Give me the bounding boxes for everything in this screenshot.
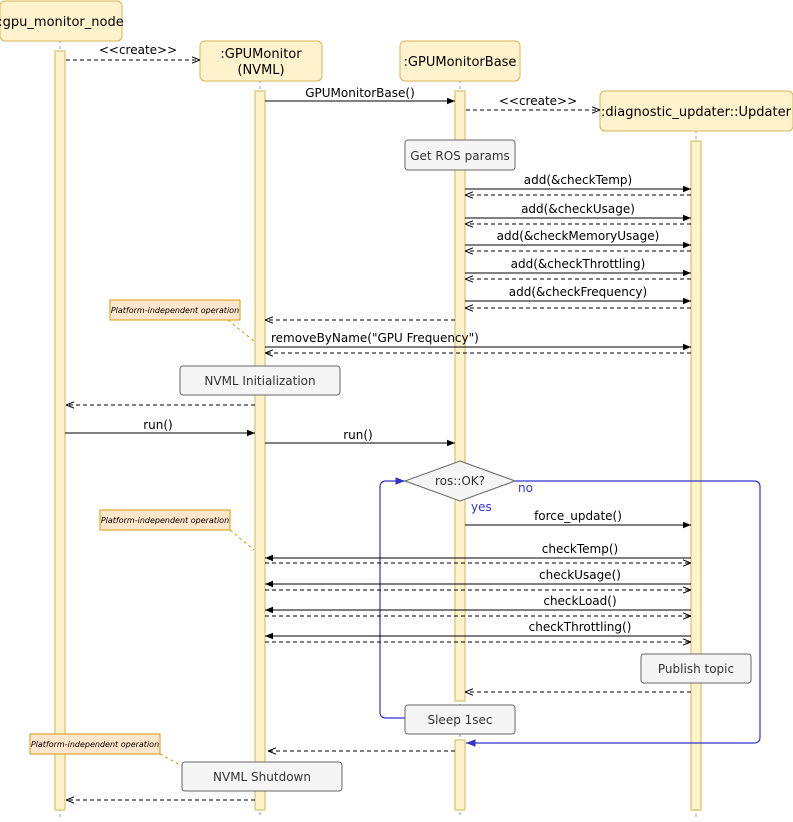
svg-text:Platform-independent operation: Platform-independent operation: [31, 740, 159, 749]
participant-label: :GPUMonitor: [220, 47, 302, 62]
participant-label: (NVML): [237, 63, 284, 78]
note-platform-independent: Platform-independent operation: [109, 299, 256, 343]
note-platform-independent: Platform-independent operation: [29, 733, 183, 767]
action-nvml-initialization: NVML Initialization: [179, 365, 341, 396]
svg-text:NVML Initialization: NVML Initialization: [204, 374, 315, 388]
message-label: force_update(): [534, 509, 622, 523]
activation-bar-base: [454, 90, 466, 702]
svg-text:Platform-independent operation: Platform-independent operation: [111, 306, 239, 315]
participant-label: :gpu_monitor_node: [0, 15, 124, 30]
participant-gpu-monitor-base: :GPUMonitorBase: [399, 40, 521, 82]
activation-bar-gpu-monitor: [254, 90, 266, 811]
message-label: add(&checkThrottling): [511, 257, 646, 271]
message-label: run(): [343, 428, 373, 442]
loop-back-line: [379, 477, 405, 719]
action-publish-topic: Publish topic: [640, 653, 752, 684]
activation-bar-base-2: [454, 739, 466, 811]
participant-updater: :diagnostic_updater::Updater: [599, 90, 793, 132]
decision-ros-ok: ros::OK?: [403, 460, 517, 502]
message-label: removeByName("GPU Frequency"): [271, 331, 479, 345]
participant-gpu-monitor-node: :gpu_monitor_node: [0, 0, 124, 42]
participant-gpu-monitor: :GPUMonitor (NVML): [199, 40, 323, 82]
loop-exit-line: [466, 480, 761, 747]
message-label: add(&checkTemp): [524, 173, 632, 187]
participant-label: :diagnostic_updater::Updater: [601, 105, 792, 120]
message-label: checkTemp(): [542, 542, 618, 556]
action-get-ros-params: Get ROS params: [404, 139, 516, 171]
message-label: GPUMonitorBase(): [305, 86, 415, 100]
action-sleep: Sleep 1sec: [404, 704, 516, 735]
message-label: add(&checkFrequency): [509, 285, 647, 299]
message-label: checkThrottling(): [529, 620, 632, 634]
participant-label: :GPUMonitorBase: [404, 55, 517, 70]
message-label: checkUsage(): [539, 568, 621, 582]
message-label: add(&checkUsage): [521, 202, 635, 216]
activation-bar-updater: [690, 140, 702, 811]
decision-yes-label: yes: [471, 500, 492, 514]
message-label: <<create>>: [499, 94, 577, 108]
svg-text:Platform-independent operation: Platform-independent operation: [101, 516, 229, 525]
decision-no-label: no: [518, 481, 533, 495]
svg-text:ros::OK?: ros::OK?: [435, 474, 485, 488]
svg-text:Get ROS params: Get ROS params: [410, 149, 510, 163]
message-label: run(): [143, 418, 173, 432]
message-label: <<create>>: [99, 43, 177, 57]
message-label: add(&checkMemoryUsage): [497, 229, 660, 243]
action-nvml-shutdown: NVML Shutdown: [181, 761, 343, 792]
svg-text:Publish topic: Publish topic: [658, 662, 734, 676]
message-label: checkLoad(): [543, 594, 616, 608]
activation-bar-node: [54, 50, 66, 811]
note-platform-independent: Platform-independent operation: [99, 509, 255, 551]
svg-text:Sleep 1sec: Sleep 1sec: [427, 713, 492, 727]
svg-text:NVML Shutdown: NVML Shutdown: [213, 770, 311, 784]
